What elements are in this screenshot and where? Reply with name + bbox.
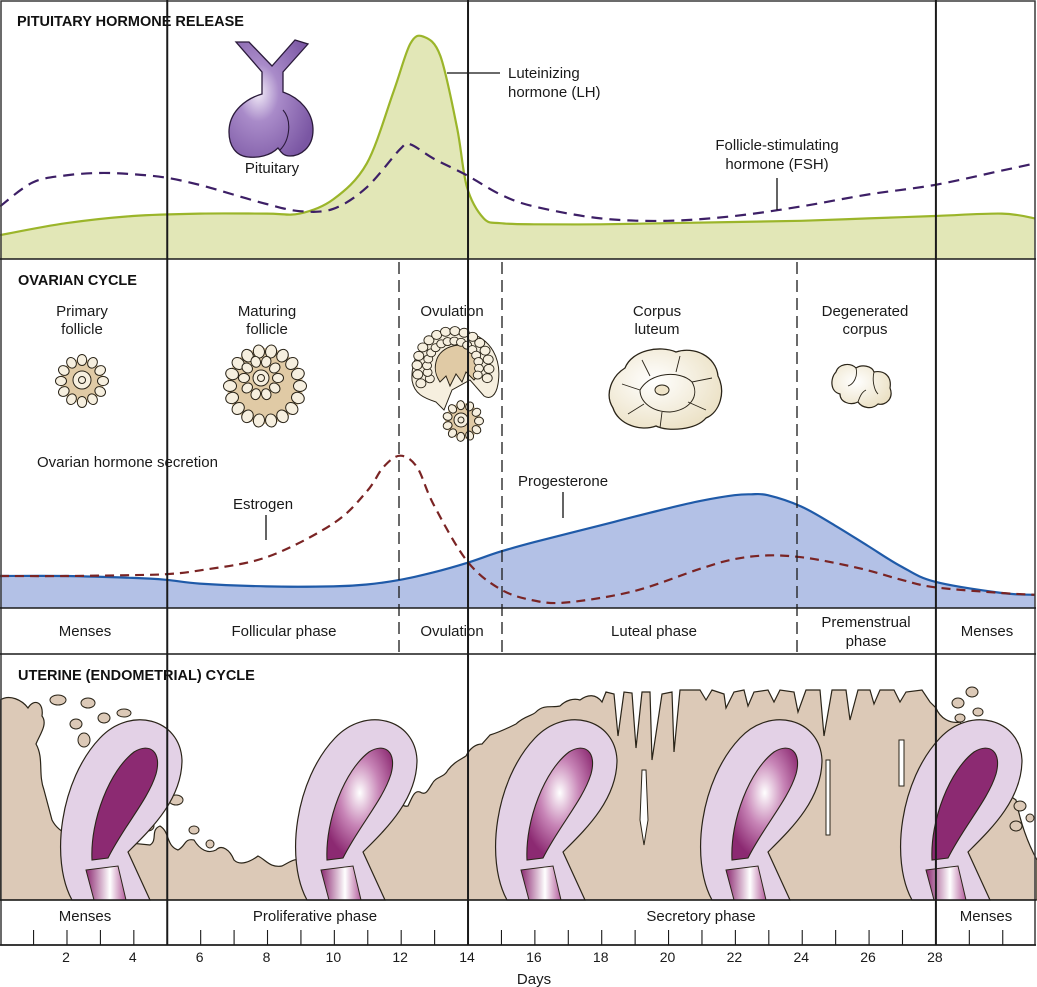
ovarian-section-title: OVARIAN CYCLE <box>18 273 137 289</box>
stage-primary-line1: Primary <box>56 303 108 320</box>
lh-label-line1: Luteinizing <box>508 65 580 82</box>
stage-corpus-luteum-line1: Corpus <box>633 303 681 320</box>
x-tick-label: 10 <box>326 949 342 965</box>
progesterone-label: Progesterone <box>518 473 608 490</box>
progesterone-area <box>0 493 1036 608</box>
uterine-phase-row: Menses Proliferative phase Secretory pha… <box>59 908 1013 925</box>
pituitary-section-title: PITUITARY HORMONE RELEASE <box>17 14 244 30</box>
fsh-label-line1: Follicle-stimulating <box>715 137 838 154</box>
ovarian-phase-luteal: Luteal phase <box>611 623 697 640</box>
x-axis-label: Days <box>517 971 551 987</box>
x-tick-label: 18 <box>593 949 609 965</box>
ovarian-phase-premenstrual-line1: Premenstrual <box>821 614 910 631</box>
stage-degenerated-line1: Degenerated <box>822 303 909 320</box>
degenerated-corpus-icon <box>831 363 892 409</box>
x-tick-label: 12 <box>392 949 408 965</box>
x-tick-label: 22 <box>727 949 743 965</box>
uterus-icon <box>494 719 618 901</box>
progesterone-curve <box>0 492 1036 596</box>
uterus-icon <box>294 719 418 901</box>
stage-maturing-line1: Maturing <box>238 303 296 320</box>
ovarian-stage-labels: Primary follicle Maturing follicle Ovula… <box>56 303 908 338</box>
stage-degenerated-line2: corpus <box>842 321 887 338</box>
uterine-phase-menses: Menses <box>59 908 112 925</box>
stage-primary-line2: follicle <box>61 321 103 338</box>
uterine-section-title: UTERINE (ENDOMETRIAL) CYCLE <box>18 668 255 684</box>
ovarian-phase-menses-2: Menses <box>961 623 1014 640</box>
x-tick-label: 26 <box>860 949 876 965</box>
x-tick-label: 24 <box>793 949 809 965</box>
primary-follicle-icon <box>55 354 109 408</box>
corpus-luteum-icon <box>608 348 723 430</box>
estrogen-label: Estrogen <box>233 496 293 513</box>
ovarian-hormone-chart <box>0 454 1036 608</box>
uterine-phase-proliferative: Proliferative phase <box>253 908 377 925</box>
ovarian-phase-premenstrual-line2: phase <box>846 633 887 650</box>
pituitary-gland-icon <box>228 39 314 158</box>
ovarian-phase-menses: Menses <box>59 623 112 640</box>
stage-ovulation-line1: Ovulation <box>420 303 483 320</box>
uterus-illustrations <box>59 719 1023 901</box>
ovarian-phase-follicular: Follicular phase <box>231 623 336 640</box>
x-tick-label: 6 <box>196 949 204 965</box>
ovarian-hormone-secretion-label: Ovarian hormone secretion <box>37 454 218 471</box>
lh-curve <box>0 34 1036 237</box>
x-tick-label: 4 <box>129 949 137 965</box>
x-tick-label: 8 <box>263 949 271 965</box>
pituitary-hormone-chart <box>0 34 1036 259</box>
stage-maturing-line2: follicle <box>246 321 288 338</box>
ovarian-phase-ovulation: Ovulation <box>420 623 483 640</box>
stage-corpus-luteum-line2: luteum <box>634 321 679 338</box>
uterus-icon <box>59 719 183 901</box>
maturing-follicle-icon <box>223 344 307 428</box>
uterus-icon <box>699 719 823 901</box>
estrogen-curve <box>0 454 1036 605</box>
fsh-label-line2: hormone (FSH) <box>725 156 828 173</box>
x-tick-label: 20 <box>660 949 676 965</box>
pituitary-label: Pituitary <box>245 160 300 177</box>
uterine-phase-secretory: Secretory phase <box>646 908 755 925</box>
ovarian-phase-row: Menses Follicular phase Ovulation Luteal… <box>59 614 1014 650</box>
fsh-curve <box>0 142 1036 223</box>
x-tick-label: 14 <box>459 949 475 965</box>
uterine-phase-menses-2: Menses <box>960 908 1013 925</box>
x-tick-label: 2 <box>62 949 70 965</box>
lh-area <box>0 35 1036 259</box>
lh-label-line2: hormone (LH) <box>508 84 601 101</box>
x-tick-label: 28 <box>927 949 943 965</box>
ovulating-follicle-icon <box>411 326 500 442</box>
x-tick-label: 16 <box>526 949 542 965</box>
